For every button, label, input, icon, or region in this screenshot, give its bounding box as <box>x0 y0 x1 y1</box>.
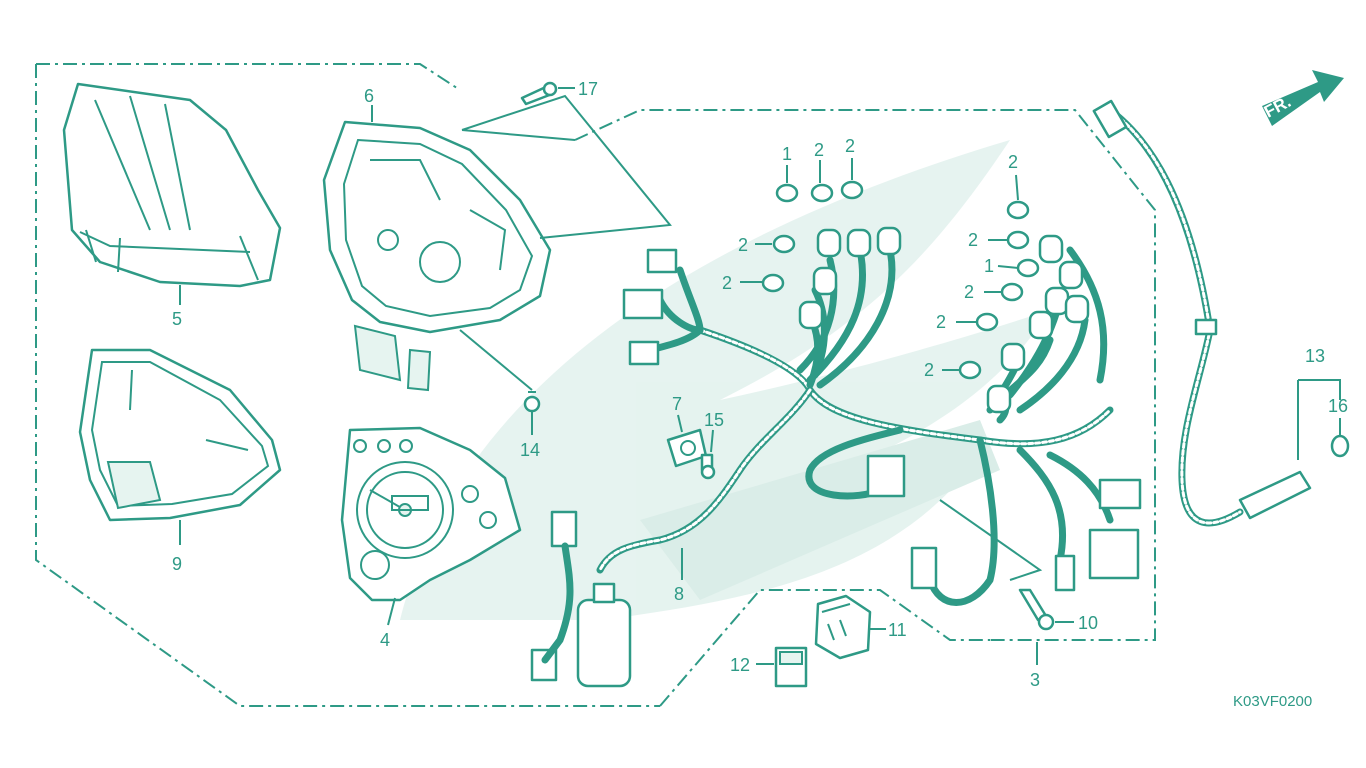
bulbs-left[interactable] <box>761 180 864 293</box>
callout-2-left-c: 2 <box>738 235 748 255</box>
callout-7: 7 <box>672 394 682 414</box>
meter-lower-frame[interactable] <box>78 348 282 522</box>
callout-2-right-e: 2 <box>924 360 934 380</box>
bulb-sockets[interactable] <box>798 226 1090 414</box>
callout-17: 17 <box>578 79 598 99</box>
group-outline-left <box>35 63 660 707</box>
harness-reservoir[interactable] <box>576 582 632 688</box>
bulbs-right[interactable] <box>958 200 1040 380</box>
leader-case-bracket <box>461 94 672 239</box>
callout-13: 13 <box>1305 346 1325 366</box>
leader-10-bracket <box>939 499 1043 581</box>
callout-12: 12 <box>730 655 750 675</box>
relay-11[interactable] <box>814 594 872 660</box>
callout-16: 16 <box>1328 396 1348 416</box>
callout-2-left-a: 2 <box>814 140 824 160</box>
leader-14-case <box>459 329 533 391</box>
group-outline-harness <box>461 109 1156 707</box>
meter-case[interactable] <box>322 120 552 392</box>
callout-9: 9 <box>172 554 182 574</box>
screw-17[interactable] <box>520 81 558 106</box>
leader-7 <box>677 414 683 433</box>
callout-2-right-b: 2 <box>968 230 978 250</box>
leader-13-bracket <box>1298 379 1341 400</box>
callout-2-left-b: 2 <box>845 136 855 156</box>
callout-8: 8 <box>674 584 684 604</box>
speedometer-panel[interactable] <box>340 426 522 602</box>
diagram-code: K03VF0200 <box>1233 693 1312 710</box>
callout-14: 14 <box>520 440 540 460</box>
screw-14[interactable] <box>523 391 541 413</box>
callout-10: 10 <box>1078 613 1098 633</box>
callout-3: 3 <box>1030 670 1040 690</box>
leader-4 <box>387 597 396 626</box>
meter-upper-cover[interactable] <box>62 82 282 288</box>
callout-6: 6 <box>364 86 374 106</box>
fuse-12[interactable] <box>774 646 808 688</box>
callout-2-right-a: 2 <box>1008 152 1018 172</box>
o-ring-16[interactable] <box>1330 434 1350 458</box>
screw-10[interactable] <box>1018 588 1055 631</box>
callout-15: 15 <box>704 410 724 430</box>
callout-4: 4 <box>380 630 390 650</box>
callout-11: 11 <box>888 620 907 640</box>
callout-2-right-d: 2 <box>936 312 946 332</box>
watermark-wing-logo <box>400 140 1050 620</box>
screw-15[interactable] <box>700 453 716 480</box>
front-direction-arrow: FR. <box>1261 70 1344 126</box>
callout-5: 5 <box>172 309 182 329</box>
speedometer-cable[interactable] <box>1092 99 1312 527</box>
callout-1-left: 1 <box>782 144 792 164</box>
callout-1-right: 1 <box>984 256 994 276</box>
callout-2-right-c: 2 <box>964 282 974 302</box>
harness-connectors[interactable] <box>530 248 1142 682</box>
callout-2-left-d: 2 <box>722 273 732 293</box>
leader-15 <box>710 429 714 453</box>
